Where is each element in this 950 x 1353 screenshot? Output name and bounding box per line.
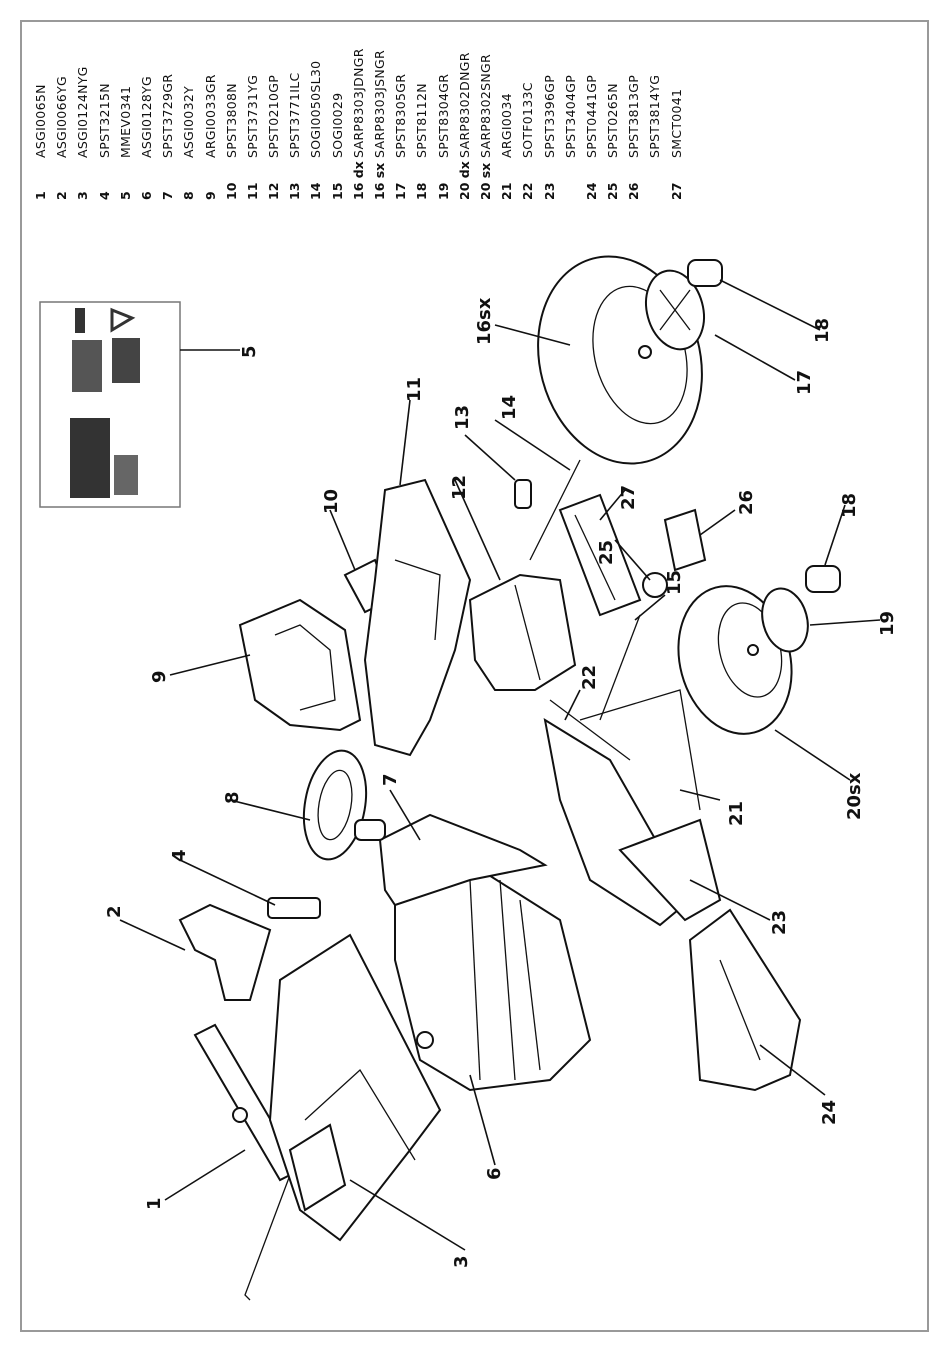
part-13-bushing (514, 479, 532, 509)
part-26-pedal (663, 508, 707, 572)
part-11-front-chassis (363, 478, 472, 757)
callout-26: 26 (736, 490, 757, 515)
callout-2: 2 (104, 905, 125, 918)
callout-4: 4 (169, 849, 190, 862)
callout-5: 5 (239, 345, 260, 358)
part-7-dashboard (378, 813, 548, 907)
callout-24: 24 (819, 1100, 840, 1125)
callout-23: 23 (769, 910, 790, 935)
callout-27: 27 (618, 485, 639, 510)
part-27-chain (558, 493, 642, 617)
part-9-seat (238, 598, 362, 732)
part-14-rear-axle (529, 459, 581, 561)
part-21-linkage (579, 689, 701, 811)
part-15-front-axle (599, 614, 641, 721)
callout-8: 8 (222, 791, 243, 804)
callout-18-front: 18 (839, 493, 860, 518)
decal-sheet (39, 301, 181, 508)
part-2-bracket (178, 903, 272, 1001)
part-6-body (394, 858, 592, 1092)
callout-14: 14 (499, 395, 520, 420)
leader-lines (119, 279, 881, 1251)
callout-20sx: 20sx (844, 772, 865, 820)
callouts: 1 2 3 4 5 6 7 8 9 10 11 12 13 14 15 16sx… (104, 297, 898, 1268)
part-17-rear-hubcap (645, 269, 705, 351)
callout-19: 19 (877, 611, 898, 636)
part-23-front-frame (543, 717, 722, 927)
part-22-steering-rod (549, 699, 631, 761)
part-24-footboard (688, 908, 802, 1092)
part-12-gearbox (468, 573, 577, 691)
callout-21: 21 (726, 801, 747, 826)
callout-10: 10 (321, 489, 342, 514)
part-18-cap-front (805, 565, 841, 593)
callout-13: 13 (452, 405, 473, 430)
page-frame (20, 20, 929, 1332)
callout-25: 25 (596, 540, 617, 565)
callout-18-rear: 18 (812, 318, 833, 343)
part-19-front-hubcap (761, 587, 809, 653)
callout-16sx: 16sx (474, 297, 495, 345)
callout-11: 11 (404, 377, 425, 402)
callout-15: 15 (664, 570, 685, 595)
callout-9: 9 (149, 670, 170, 683)
callout-7: 7 (380, 773, 401, 786)
part-18-cap-rear (687, 259, 723, 287)
callout-17: 17 (794, 370, 815, 395)
callout-1: 1 (144, 1197, 165, 1210)
callout-3: 3 (451, 1255, 472, 1268)
part-8-steering-wheel (302, 749, 386, 861)
callout-6: 6 (484, 1167, 505, 1180)
callout-22: 22 (579, 665, 600, 690)
callout-12: 12 (449, 475, 470, 500)
part-4-bolt (267, 897, 321, 919)
